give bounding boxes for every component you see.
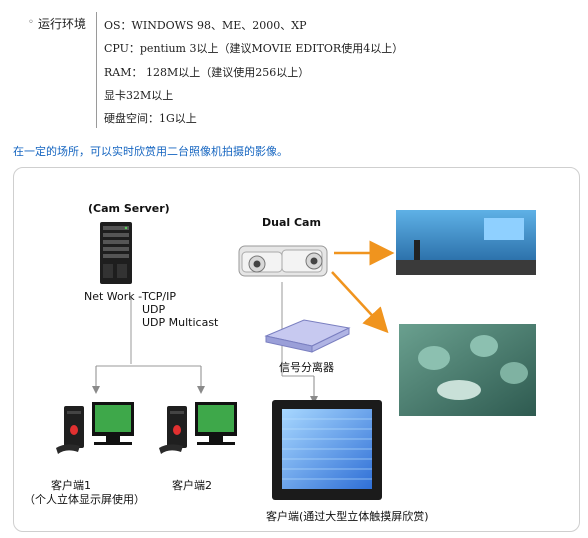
- surgery-image: [399, 324, 536, 416]
- orange-arrow-surgery: [331, 271, 389, 334]
- dual-cam-label: Dual Cam: [262, 216, 321, 229]
- client2-computer-icon: [159, 402, 237, 454]
- cam-server-label: (Cam Server): [88, 202, 170, 215]
- signal-splitter-icon: [264, 319, 351, 353]
- client1-computer-icon: [56, 402, 134, 454]
- protocol-udp-multicast: UDP Multicast: [142, 316, 219, 329]
- req-graphics: 显卡32M以上: [104, 89, 174, 102]
- network-label: Net Work -: [84, 290, 143, 303]
- diagram-graphics: [56, 210, 536, 500]
- divider-line: [96, 12, 97, 128]
- protocol-udp: UDP: [142, 303, 166, 316]
- client2-label: 客户端2: [172, 479, 212, 492]
- system-requirements: ◦ 运行环境 OS：WINDOWS 98、ME、2000、XP CPU：pent…: [24, 10, 544, 130]
- req-ram: RAM： 128M以上（建议使用256以上）: [104, 66, 310, 79]
- splitter-label: 信号分离器: [279, 361, 334, 374]
- req-cpu: CPU：pentium 3以上（建议MOVIE EDITOR使用4以上）: [104, 42, 404, 55]
- system-diagram: (Cam Server) Dual Cam Net Work - TCP/IP …: [13, 167, 580, 532]
- requirements-title: 运行环境: [38, 17, 87, 31]
- bullet-icon: ◦: [28, 17, 34, 28]
- touch-screen-monitor-icon: [272, 400, 382, 500]
- dual-camera-icon: [238, 245, 328, 277]
- req-os: OS：WINDOWS 98、ME、2000、XP: [104, 19, 307, 32]
- feature-caption: 在一定的场所，可以实时欣赏用二台照像机拍摄的影像。: [13, 145, 288, 158]
- studio-image: [396, 210, 536, 275]
- req-disk: 硬盘空间：1G以上: [104, 112, 197, 125]
- cam-server-icon: [100, 222, 132, 284]
- client1-label: 客户端1: [51, 479, 91, 492]
- client3-label: 客户端(通过大型立体触摸屏欣赏): [266, 510, 429, 523]
- protocol-tcpip: TCP/IP: [142, 290, 176, 303]
- client1-note: （个人立体显示屏使用）: [24, 493, 145, 506]
